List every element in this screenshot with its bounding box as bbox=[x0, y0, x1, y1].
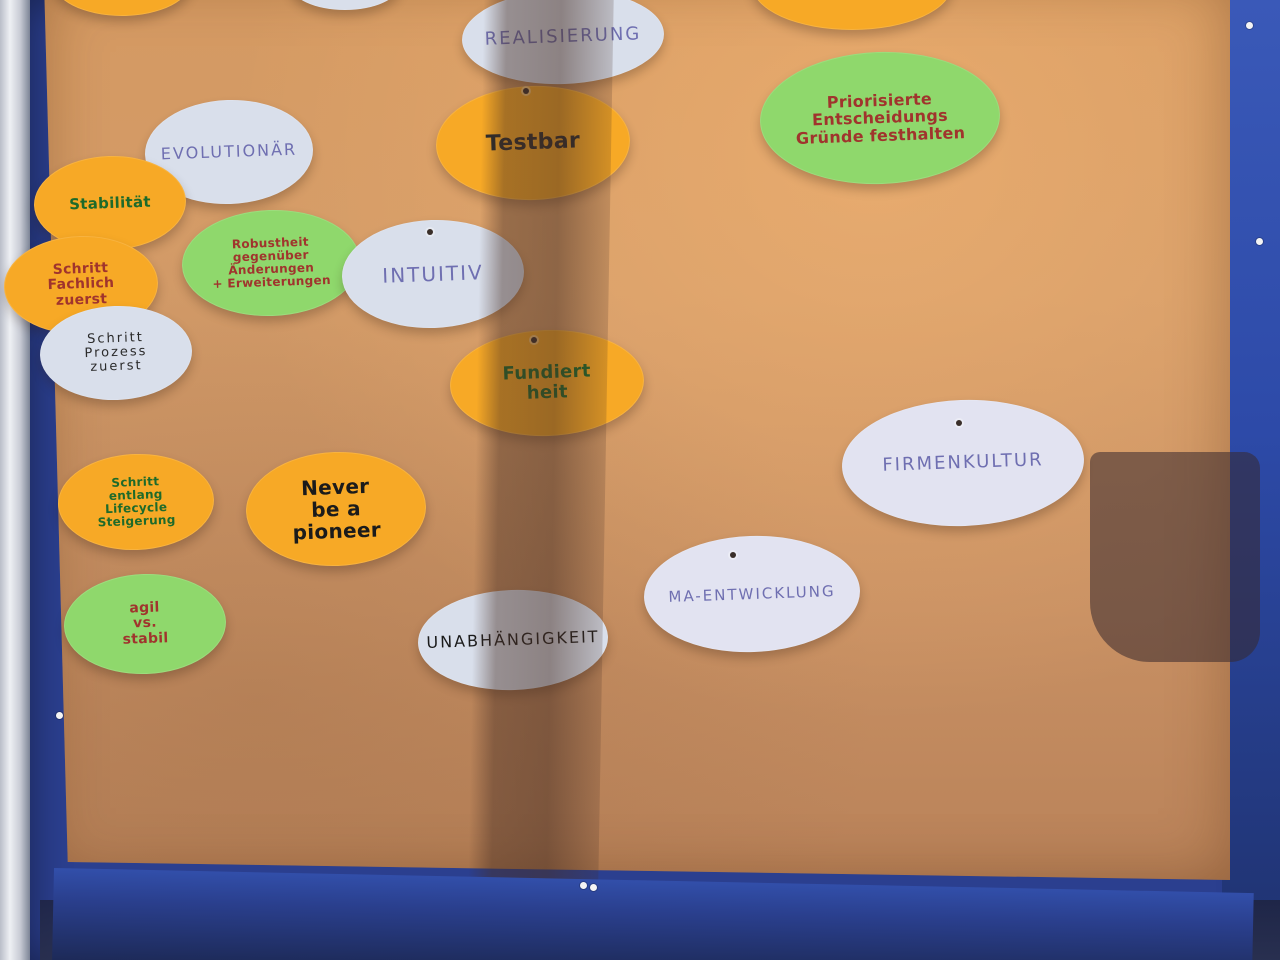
note-label: FIRMENKULTUR bbox=[882, 449, 1044, 476]
note-label: Stabilität bbox=[68, 192, 152, 214]
note-label: EVOLUTIONÄR bbox=[160, 139, 298, 164]
note-label: Fundiert heit bbox=[502, 360, 592, 404]
board-right-edge bbox=[1222, 0, 1280, 960]
pin bbox=[730, 552, 736, 558]
pushpin bbox=[1256, 238, 1263, 245]
pin bbox=[531, 337, 537, 343]
note-label: REALISIERUNG bbox=[484, 23, 642, 50]
pin bbox=[427, 229, 433, 235]
pushpin bbox=[590, 884, 597, 891]
note-label: Schritt Fachlich zuerst bbox=[47, 259, 115, 309]
note-label: Testbar bbox=[485, 128, 581, 157]
note-label: Never be a pioneer bbox=[292, 473, 382, 545]
pin bbox=[956, 420, 962, 426]
note-label: INTUITIV bbox=[381, 260, 485, 288]
note-label: MA-ENTWICKLUNG bbox=[668, 581, 836, 606]
note-label: Priorisierte Entscheidungs Gründe festha… bbox=[795, 88, 966, 148]
pin bbox=[523, 88, 529, 94]
note-label: Schritt entlang Lifecycle Steigerung bbox=[97, 473, 176, 530]
pushpin bbox=[1246, 22, 1253, 29]
left-rail bbox=[0, 0, 34, 960]
pushpin bbox=[56, 712, 63, 719]
note-top-partial-white bbox=[290, 0, 400, 10]
note-label: agil vs. stabil bbox=[122, 599, 169, 648]
note-label: Robustheit gegenüber Änderungen + Erweit… bbox=[212, 234, 332, 292]
note-label: Schritt Prozess zuerst bbox=[84, 329, 148, 376]
note-label: UNABHÄNGIGKEIT bbox=[426, 627, 600, 653]
pushpin bbox=[580, 882, 587, 889]
